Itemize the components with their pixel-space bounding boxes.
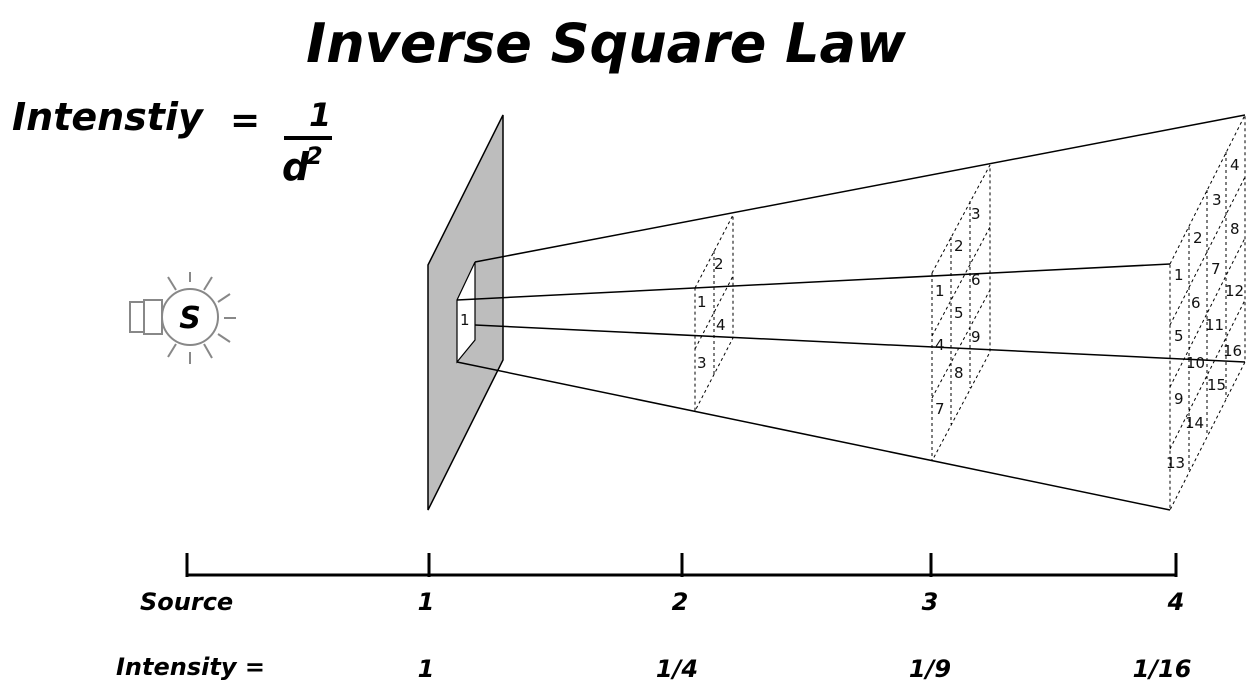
formula: Intenstiy = 1 d 2 [12, 95, 332, 189]
cell-number: 7 [1211, 260, 1221, 278]
grid-distance-2 [694, 214, 734, 412]
cell-number: 4 [716, 316, 726, 334]
formula-exponent: 2 [306, 142, 323, 170]
cell-number: 7 [935, 400, 945, 418]
light-cone-edges [456, 114, 1246, 511]
intensity-label: 1/16 [1133, 655, 1192, 683]
intensity-label: 1 [418, 655, 435, 683]
cell-number: 6 [1191, 294, 1201, 312]
distance-label: 2 [672, 588, 689, 616]
cell-number: 11 [1205, 316, 1224, 334]
cell-number: 1 [460, 311, 470, 329]
cell-number: 6 [971, 271, 981, 289]
cell-number: 15 [1207, 376, 1226, 394]
intensity-label: 1/4 [656, 655, 698, 683]
cell-number: 4 [935, 336, 945, 354]
distance-label: 4 [1167, 588, 1185, 616]
cell-number: 5 [1174, 327, 1184, 345]
source-row-label: Source [140, 588, 233, 616]
cell-number: 10 [1186, 354, 1205, 372]
grid-distance-3 [931, 164, 991, 462]
intensity-row-label: Intensity = [116, 653, 265, 681]
cell-number: 16 [1223, 342, 1242, 360]
cell-number: 9 [971, 328, 981, 346]
grid-distance-4 [1169, 114, 1246, 511]
cell-number: 3 [697, 354, 707, 372]
formula-denominator: d [282, 145, 310, 189]
source-letter: S [179, 301, 201, 336]
diagram-title: Inverse Square Law [306, 12, 907, 75]
cell-number: 2 [1193, 229, 1203, 247]
cell-number: 4 [1230, 156, 1240, 174]
intensity-label: 1/9 [909, 655, 951, 683]
formula-lhs: Intenstiy [12, 95, 205, 139]
light-bulb-icon [129, 272, 236, 364]
distance-axis [185, 553, 1178, 577]
cell-number: 3 [971, 205, 981, 223]
formula-numerator: 1 [309, 96, 331, 134]
cell-number: 12 [1225, 282, 1244, 300]
distance-label: 3 [922, 588, 939, 616]
cell-number: 8 [1230, 220, 1240, 238]
cell-number: 9 [1174, 390, 1184, 408]
formula-equals: = [230, 100, 260, 141]
cell-number: 14 [1185, 414, 1204, 432]
cell-number: 2 [714, 255, 724, 273]
cell-number: 1 [697, 293, 707, 311]
cell-number: 2 [954, 237, 964, 255]
cell-number: 1 [1174, 266, 1184, 284]
cell-number: 13 [1166, 454, 1185, 472]
distance-label: 1 [418, 588, 435, 616]
cell-number: 8 [954, 364, 964, 382]
cell-number: 1 [935, 282, 945, 300]
cell-number: 5 [954, 304, 964, 322]
cell-number: 3 [1212, 191, 1222, 209]
aperture-opening [456, 261, 476, 364]
